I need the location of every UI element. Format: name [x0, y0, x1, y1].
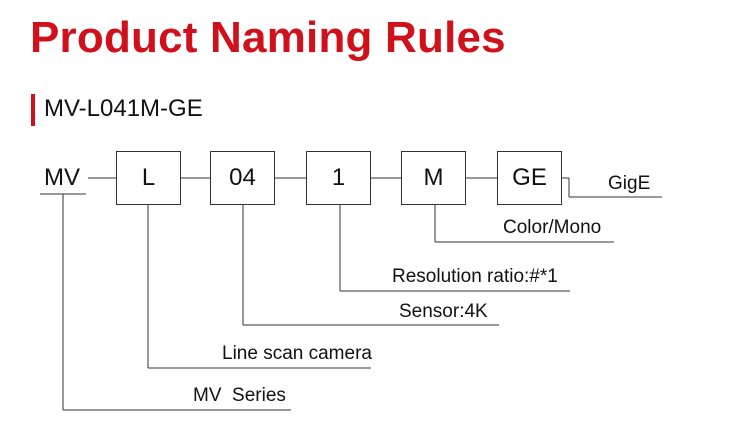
page-title: Product Naming Rules — [30, 13, 506, 62]
type-code-box: L — [116, 151, 181, 205]
interface-code-box: GE — [497, 151, 562, 205]
interface-code: GE — [512, 164, 547, 191]
sensor-code-box: 04 — [210, 151, 275, 205]
series-code: MV — [44, 164, 80, 191]
resolution-description: Resolution ratio:#*1 — [392, 266, 558, 287]
type-code: L — [141, 164, 156, 191]
sensor-description: Sensor:4K — [399, 301, 488, 322]
color-code: M — [423, 164, 444, 191]
resolution-code-box: 1 — [306, 151, 371, 205]
color-description: Color/Mono — [503, 217, 602, 238]
sensor-code: 04 — [229, 164, 256, 191]
color-code-box: M — [401, 151, 466, 205]
subtitle-accent-bar — [31, 94, 35, 126]
series-description: MV Series — [193, 385, 286, 406]
type-description: Line scan camera — [222, 343, 372, 364]
interface-description: GigE — [608, 173, 651, 194]
resolution-code: 1 — [331, 164, 346, 191]
model-number: MV-L041M-GE — [44, 95, 203, 122]
